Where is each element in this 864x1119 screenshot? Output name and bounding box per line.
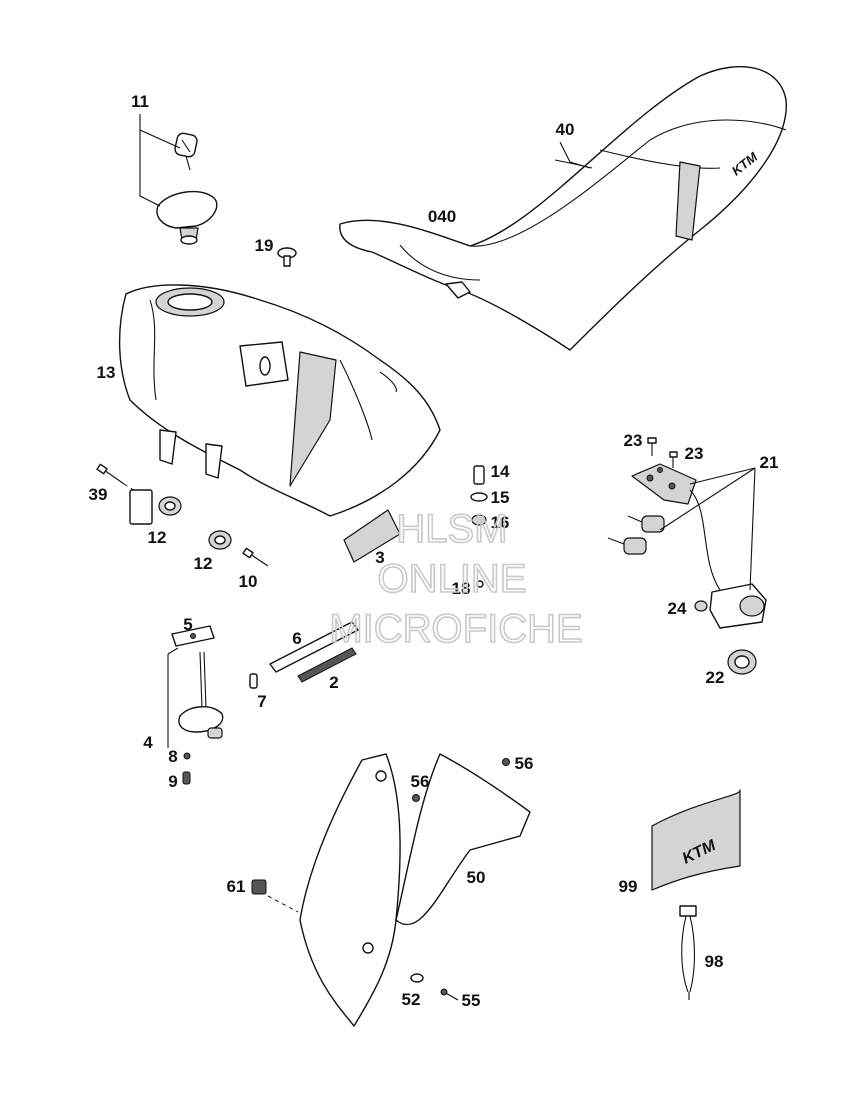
- callout-8: 8: [168, 747, 177, 766]
- callout-24: 24: [668, 599, 687, 618]
- bolt-39: [96, 463, 153, 525]
- callout-50: 50: [467, 868, 486, 887]
- strip-3: [343, 509, 401, 563]
- callout-19: 19: [255, 236, 274, 255]
- callout-55: 55: [462, 991, 481, 1010]
- clip-5: [171, 625, 215, 647]
- watermark-line-3: MICROFICHE: [329, 607, 582, 651]
- fuel-tap: [167, 647, 224, 748]
- callout-18: 18: [452, 579, 471, 598]
- watermark: HLSM ONLINE MICROFICHE: [329, 506, 584, 652]
- side-cover: [267, 753, 531, 1027]
- callout-3: 3: [375, 548, 384, 567]
- callout-16: 16: [491, 513, 510, 532]
- callout-2: 2: [329, 673, 338, 692]
- screw-55: [440, 988, 459, 1001]
- washer-15: [470, 492, 488, 502]
- tool-holder-98: [679, 905, 697, 1000]
- seal-8: [183, 752, 191, 760]
- callout-5: 5: [183, 615, 192, 634]
- fuel-tank: [118, 284, 441, 517]
- ignition-switch: [709, 583, 767, 629]
- screw-23-left: [647, 437, 657, 456]
- callout-6: 6: [292, 629, 301, 648]
- screw-23-right: [669, 451, 678, 468]
- hose-6: [269, 621, 359, 673]
- screw-7: [249, 673, 258, 689]
- leader-lines: [139, 114, 756, 591]
- washer-52: [410, 973, 424, 983]
- callout-40: 40: [556, 120, 575, 139]
- callout-12: 12: [194, 554, 213, 573]
- lock-cable: [689, 489, 721, 591]
- screen-9: [182, 771, 191, 785]
- callout-23: 23: [624, 431, 643, 450]
- callout-22: 22: [706, 668, 725, 687]
- ignition-key-upper: [627, 515, 665, 533]
- callout-56: 56: [515, 754, 534, 773]
- callout-13: 13: [97, 363, 116, 382]
- callout-23: 23: [685, 444, 704, 463]
- callout-14: 14: [491, 462, 510, 481]
- callout-21: 21: [760, 453, 779, 472]
- nut-16: [471, 514, 487, 526]
- spring-2: [297, 647, 357, 683]
- nut-24: [694, 600, 708, 612]
- watermark-line-2: ONLINE: [378, 557, 527, 601]
- callout-98: 98: [705, 952, 724, 971]
- callout-39: 39: [89, 485, 108, 504]
- cap-key: [174, 132, 198, 171]
- screw-14: [473, 465, 485, 485]
- callout-040: 040: [428, 207, 456, 226]
- callout-52: 52: [402, 990, 421, 1009]
- callout-15: 15: [491, 488, 510, 507]
- callout-7: 7: [257, 692, 266, 711]
- ring-22: [727, 649, 757, 675]
- fuel-cap: [156, 190, 218, 245]
- seat: KTM: [339, 65, 787, 351]
- screw-56-upper: [502, 758, 510, 766]
- callout-9: 9: [168, 772, 177, 791]
- decal-99: KTM: [651, 789, 741, 891]
- screw-19: [277, 247, 297, 267]
- watermark-line-1: HLSM: [396, 507, 507, 551]
- callout-56: 56: [411, 772, 430, 791]
- grommet-12-lower: [208, 530, 232, 550]
- lock-bracket: [631, 463, 697, 505]
- callout-4: 4: [143, 733, 153, 752]
- callout-99: 99: [619, 877, 638, 896]
- part-18: [476, 580, 484, 588]
- callout-11: 11: [131, 92, 149, 111]
- grommet-12-upper: [158, 496, 182, 516]
- callout-61: 61: [227, 877, 246, 896]
- ignition-key-lower: [607, 537, 647, 555]
- screw-56-lower: [412, 794, 420, 802]
- callout-12: 12: [148, 528, 167, 547]
- nut-61: [251, 879, 267, 895]
- callout-10: 10: [239, 572, 258, 591]
- bolt-10: [242, 547, 269, 567]
